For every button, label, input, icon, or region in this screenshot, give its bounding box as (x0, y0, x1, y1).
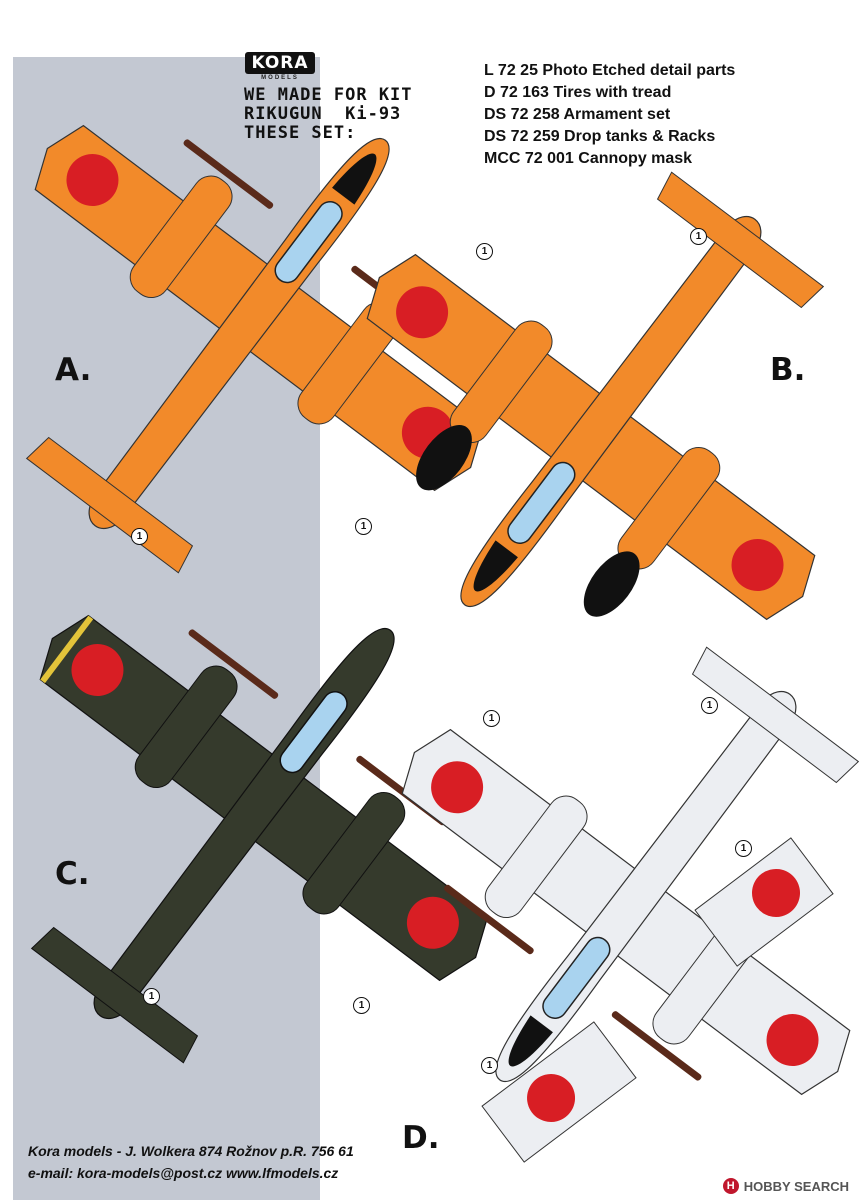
logo-sub: MODELS (261, 75, 299, 81)
set-item: MCC 72 001 Cannopy mask (484, 150, 693, 167)
set-item: L 72 25 Photo Etched detail parts (484, 62, 736, 79)
footer-contact: Kora models - J. Wolkera 874 Rožnov p.R.… (28, 1140, 354, 1184)
hobbysearch-icon: H (722, 1178, 739, 1194)
callout-number: 1 (476, 243, 493, 260)
set-item: D 72 163 Tires with tread (484, 84, 672, 101)
watermark: H HOBBY SEARCH (722, 1178, 849, 1194)
intro-line-3: THESE SET: (244, 123, 357, 143)
callout-number: 1 (483, 710, 500, 727)
kora-logo: KORA MODELS (245, 52, 315, 84)
marking-label-d: D. (402, 1120, 440, 1156)
callout-number: 1 (481, 1057, 498, 1074)
marking-label-c: C. (55, 856, 90, 892)
callout-number: 1 (131, 528, 148, 545)
callout-number: 1 (353, 997, 370, 1014)
set-list: L 72 25 Photo Etched detail parts D 72 1… (484, 60, 735, 170)
footer-address: Kora models - J. Wolkera 874 Rožnov p.R.… (28, 1143, 354, 1159)
marking-label-b: B. (770, 352, 806, 388)
intro-line-2: RIKUGUN Ki-93 (244, 104, 402, 124)
footer-email-web: e-mail: kora-models@post.cz www.lfmodels… (28, 1165, 339, 1181)
callout-number: 1 (143, 988, 160, 1005)
intro-text: WE MADE FOR KIT RIKUGUN Ki-93 THESE SET: (244, 86, 474, 143)
callout-number: 1 (355, 518, 372, 535)
intro-line-1: WE MADE FOR KIT (244, 85, 413, 105)
set-item: DS 72 259 Drop tanks & Racks (484, 128, 716, 145)
callout-number: 1 (735, 840, 752, 857)
watermark-text: HOBBY SEARCH (743, 1178, 849, 1194)
logo-brand: KORA (245, 52, 315, 74)
callout-number: 1 (690, 228, 707, 245)
marking-label-a: A. (55, 352, 92, 388)
set-item: DS 72 258 Armament set (484, 106, 671, 123)
callout-number: 1 (701, 697, 718, 714)
